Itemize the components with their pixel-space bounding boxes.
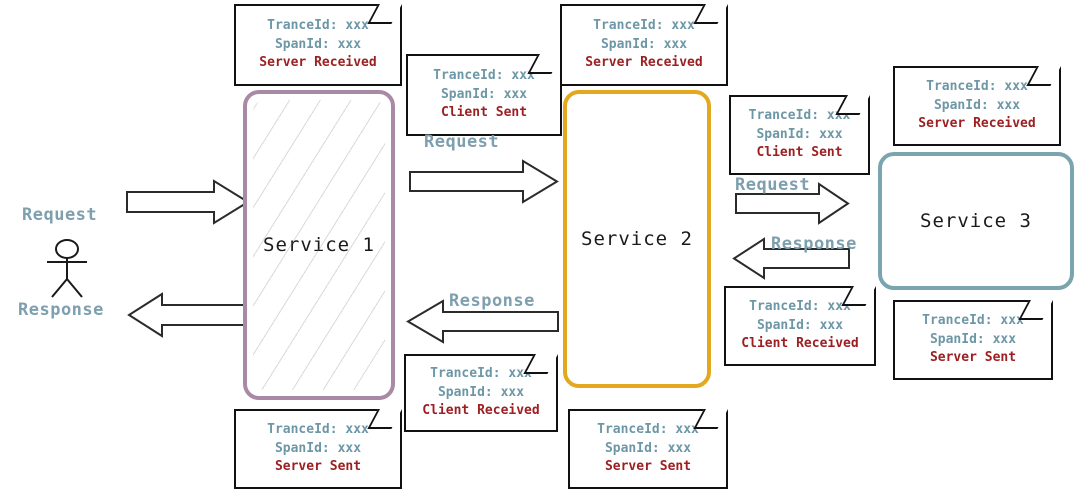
span-note-span-id: SpanId: xxx	[756, 317, 844, 333]
span-note-s1-client-sent[interactable]: TranceId: xxx SpanId: xxx Client Sent	[406, 54, 562, 136]
note-fold-corner-icon	[367, 409, 402, 429]
span-note-trace-id: TranceId: xxx	[267, 18, 369, 34]
span-note-span-id: SpanId: xxx	[933, 97, 1021, 113]
span-note-trace-id: TranceId: xxx	[922, 313, 1024, 329]
span-note-event: Server Received	[918, 116, 1036, 132]
span-note-event: Client Sent	[440, 105, 528, 121]
span-note-s2-server-sent[interactable]: TranceId: xxx SpanId: xxx Server Sent	[568, 409, 728, 489]
span-note-s1-server-received[interactable]: TranceId: xxx SpanId: xxx Server Receive…	[234, 4, 402, 86]
arrow-service3-to-service2-response	[732, 237, 850, 280]
span-note-span-id: SpanId: xxx	[600, 36, 688, 52]
span-note-s2-client-received[interactable]: TranceId: xxx SpanId: xxx Client Receive…	[724, 286, 876, 366]
note-fold-corner-icon	[1026, 66, 1061, 86]
flow-label-actor-request: Request	[22, 205, 98, 225]
span-note-span-id: SpanId: xxx	[604, 440, 692, 456]
span-note-event: Client Sent	[756, 145, 843, 161]
arrow-service1-to-service2-request	[409, 159, 559, 204]
span-note-s2-server-received[interactable]: TranceId: xxx SpanId: xxx Server Receive…	[560, 4, 728, 86]
service-box-service-3[interactable]: Service 3	[878, 152, 1074, 290]
span-note-trace-id: TranceId: xxx	[430, 366, 532, 382]
span-note-trace-id: TranceId: xxx	[748, 108, 851, 124]
span-note-span-id: SpanId: xxx	[437, 384, 525, 400]
service-label-service-3: Service 3	[920, 210, 1032, 232]
span-note-event: Server Sent	[929, 350, 1017, 366]
span-note-span-id: SpanId: xxx	[756, 126, 843, 142]
flow-label-service2-service3-request: Request	[735, 175, 811, 195]
span-note-s2-client-sent[interactable]: TranceId: xxx SpanId: xxx Client Sent	[729, 95, 870, 175]
span-note-span-id: SpanId: xxx	[929, 331, 1017, 347]
span-note-event: Client Received	[741, 336, 859, 352]
arrow-service2-to-service3-request	[735, 182, 850, 225]
span-note-trace-id: TranceId: xxx	[926, 79, 1028, 95]
flow-label-actor-response: Response	[18, 300, 104, 320]
span-note-trace-id: TranceId: xxx	[593, 18, 695, 34]
flow-label-service1-service2-request: Request	[424, 132, 500, 152]
span-note-span-id: SpanId: xxx	[274, 440, 362, 456]
note-fold-corner-icon	[367, 4, 402, 24]
note-fold-corner-icon	[693, 4, 728, 24]
span-note-trace-id: TranceId: xxx	[597, 422, 699, 438]
span-note-event: Client Received	[422, 403, 540, 419]
service-label-service-1: Service 1	[263, 234, 375, 256]
span-note-trace-id: TranceId: xxx	[267, 422, 369, 438]
span-note-s3-server-received[interactable]: TranceId: xxx SpanId: xxx Server Receive…	[893, 66, 1061, 146]
span-note-event: Server Sent	[274, 459, 362, 475]
service-box-service-1[interactable]: Service 1	[243, 90, 395, 400]
flow-label-service3-service2-response: Response	[771, 234, 857, 254]
span-note-event: Server Received	[585, 55, 703, 71]
service-label-service-2: Service 2	[581, 228, 693, 250]
span-note-s3-server-sent[interactable]: TranceId: xxx SpanId: xxx Server Sent	[893, 300, 1053, 380]
span-note-event: Server Sent	[604, 459, 692, 475]
span-note-s1-client-received[interactable]: TranceId: xxx SpanId: xxx Client Receive…	[404, 354, 558, 432]
span-note-span-id: SpanId: xxx	[274, 36, 362, 52]
span-note-trace-id: TranceId: xxx	[433, 68, 535, 84]
arrow-service2-to-service1-response	[406, 299, 559, 344]
span-note-s1-server-sent[interactable]: TranceId: xxx SpanId: xxx Server Sent	[234, 409, 402, 489]
service-box-service-2[interactable]: Service 2	[563, 90, 711, 388]
arrow-service1-to-actor-response	[127, 292, 250, 338]
flow-label-service2-service1-response: Response	[449, 291, 535, 311]
span-note-trace-id: TranceId: xxx	[749, 299, 851, 315]
span-note-span-id: SpanId: xxx	[440, 86, 528, 102]
arrow-actor-to-service1-request	[126, 179, 250, 225]
span-note-event: Server Received	[259, 55, 377, 71]
user-stick-figure-icon	[38, 237, 96, 299]
